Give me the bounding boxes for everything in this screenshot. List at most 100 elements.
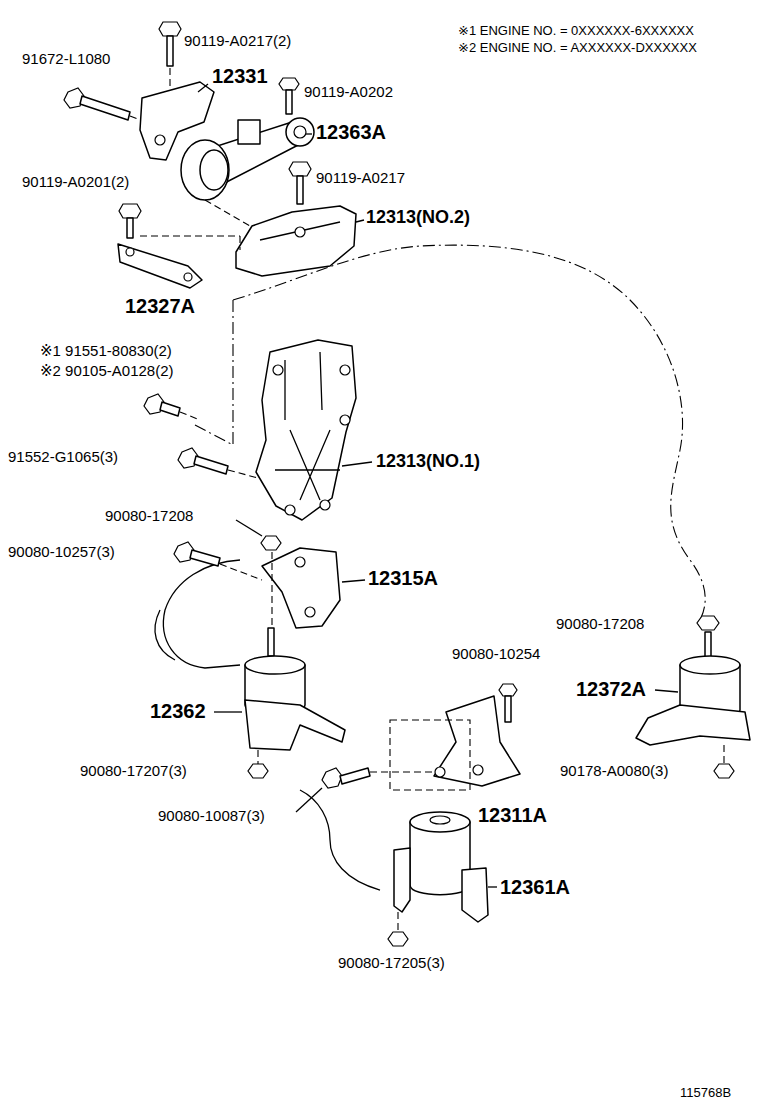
bolt bbox=[178, 448, 228, 474]
leader-line bbox=[342, 580, 365, 582]
part-number: 90119-A0217(2) bbox=[184, 33, 291, 48]
bolt-hole bbox=[435, 767, 445, 777]
bolt-hole bbox=[295, 227, 305, 237]
dashed-line bbox=[239, 236, 240, 250]
part-number: 90119-A0202 bbox=[304, 84, 393, 99]
bolt bbox=[499, 684, 517, 722]
engine-mount bbox=[245, 656, 305, 674]
part-number: 90119-A0217 bbox=[316, 170, 405, 185]
nut bbox=[248, 764, 268, 778]
dashed-line bbox=[370, 771, 434, 772]
bolt bbox=[144, 394, 180, 416]
part-number: 90080-17207(3) bbox=[80, 763, 187, 778]
callout-number: 12363A bbox=[316, 122, 386, 142]
bolt bbox=[289, 162, 311, 204]
bolt bbox=[159, 22, 181, 66]
bolt-hole bbox=[273, 365, 283, 375]
bolt-hole bbox=[155, 135, 165, 145]
leader-line bbox=[306, 133, 312, 134]
bracket bbox=[256, 340, 356, 520]
leader-line bbox=[198, 84, 208, 92]
mount-tab bbox=[238, 120, 260, 144]
callout-number: 12315A bbox=[368, 568, 438, 588]
callout-number: 12362 bbox=[150, 701, 206, 721]
callout-number: 12372A bbox=[576, 679, 646, 699]
part-number: 90080-17205(3) bbox=[338, 955, 445, 970]
leader-line bbox=[488, 886, 497, 887]
transmission-outline bbox=[163, 560, 240, 668]
part-number: 91672-L1080 bbox=[22, 51, 110, 66]
dashed-line bbox=[723, 745, 724, 764]
dashed-line bbox=[257, 750, 258, 764]
engine-mount bbox=[680, 656, 740, 674]
mount-foot bbox=[636, 705, 750, 745]
part-number: 115768B bbox=[680, 1086, 731, 1099]
engine-mount bbox=[410, 812, 470, 832]
bolt bbox=[64, 88, 130, 120]
part-number: ※1 ENGINE NO. = 0XXXXXX-6XXXXXX bbox=[458, 24, 694, 37]
transmission-outline bbox=[155, 610, 175, 660]
dashed-line bbox=[205, 200, 250, 226]
dashed-line bbox=[228, 470, 258, 478]
part-number: ※1 91551-80830(2) bbox=[40, 343, 172, 358]
dashed-line bbox=[220, 564, 262, 580]
part-number: 90080-17208 bbox=[105, 508, 193, 523]
mount-bracket bbox=[394, 848, 410, 912]
bracket-rib bbox=[275, 352, 340, 500]
mount-bushing bbox=[286, 118, 314, 146]
bolt-hole bbox=[295, 557, 305, 567]
part-number: 91552-G1065(3) bbox=[8, 449, 118, 464]
callout-number: 12313(NO.2) bbox=[366, 208, 470, 226]
bolt-hole bbox=[340, 415, 350, 425]
stud bbox=[268, 628, 274, 656]
part-number: ※2 90105-A0128(2) bbox=[40, 363, 174, 378]
leader-line bbox=[356, 220, 364, 222]
engine-outline bbox=[195, 425, 233, 445]
bolt-hole bbox=[285, 505, 295, 515]
mount-bushing bbox=[200, 150, 228, 190]
bolt-hole bbox=[320, 500, 330, 510]
bolt bbox=[174, 542, 220, 566]
bolt-hole bbox=[305, 607, 315, 617]
nut bbox=[697, 616, 719, 630]
bolt-hole bbox=[126, 248, 134, 256]
leader-line bbox=[236, 520, 262, 536]
mount-foot bbox=[245, 700, 345, 750]
leader-line bbox=[296, 788, 322, 812]
callout-number: 12361A bbox=[500, 877, 570, 897]
leader-line bbox=[655, 690, 678, 692]
stud bbox=[705, 632, 711, 658]
mount-bushing bbox=[294, 126, 306, 138]
bolt bbox=[322, 768, 370, 788]
part-number: 90119-A0201(2) bbox=[22, 174, 129, 189]
dashed-line bbox=[180, 412, 200, 420]
bolt bbox=[279, 78, 299, 114]
stay-bar bbox=[118, 244, 202, 288]
bolt-hole bbox=[184, 273, 192, 281]
callout-number: 12313(NO.1) bbox=[376, 452, 480, 470]
bracket bbox=[236, 206, 356, 276]
nut bbox=[388, 932, 408, 946]
engine-mount bbox=[410, 822, 470, 895]
bolt bbox=[119, 204, 141, 238]
mount-bushing bbox=[181, 140, 229, 200]
part-number: 90080-17208 bbox=[556, 616, 644, 631]
transmission-outline bbox=[300, 790, 380, 890]
part-number: 90080-10087(3) bbox=[158, 808, 265, 823]
callout-number: 12331 bbox=[212, 66, 268, 86]
bracket-edge bbox=[260, 222, 340, 240]
dashed-line bbox=[397, 912, 398, 930]
engine-outline bbox=[233, 245, 705, 620]
bracket bbox=[434, 696, 520, 786]
dashed-line bbox=[271, 552, 272, 630]
dashed-line bbox=[140, 235, 240, 236]
part-number: 90080-10254 bbox=[452, 646, 540, 661]
nut bbox=[714, 764, 734, 778]
nut bbox=[261, 536, 281, 550]
bolt-hole bbox=[340, 365, 350, 375]
part-number: 90178-A0080(3) bbox=[560, 763, 668, 778]
leader-line bbox=[214, 711, 242, 712]
part-number: ※2 ENGINE NO. = AXXXXXX-DXXXXXX bbox=[458, 41, 697, 54]
callout-number: 12327A bbox=[125, 296, 195, 316]
bolt-hole bbox=[473, 765, 483, 775]
